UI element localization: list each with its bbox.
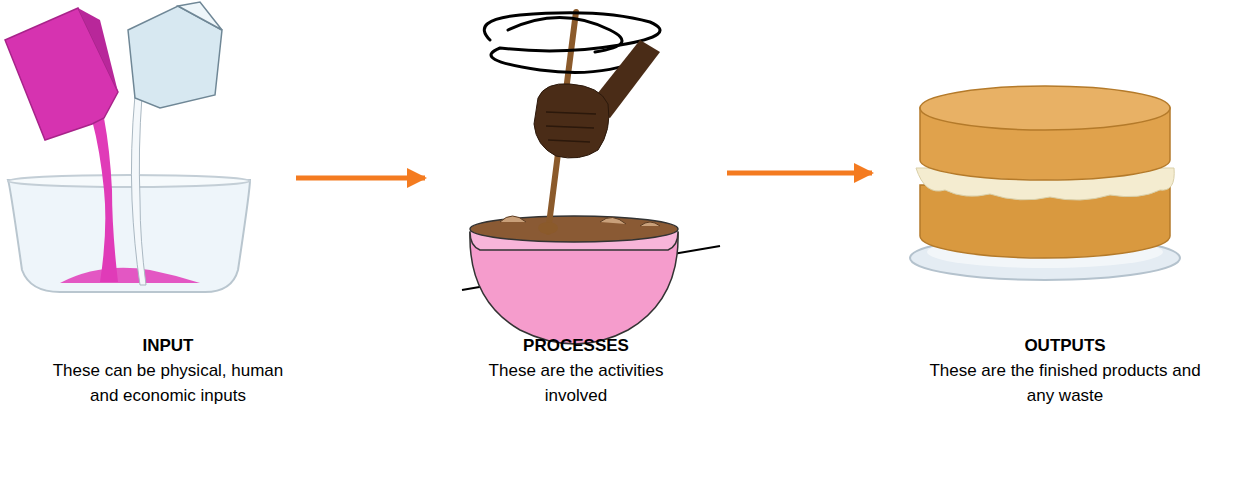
finger-lines [546, 112, 596, 142]
pouring-illustration [5, 2, 250, 292]
stage-heading: OUTPUTS [872, 333, 1237, 358]
pink-stream [92, 118, 118, 282]
pink-carton-side [78, 8, 118, 92]
flow-arrow [727, 171, 872, 176]
stage-description: These can be physical, human and economi… [40, 358, 296, 408]
milk-stream [131, 95, 146, 285]
flow-arrow [296, 176, 425, 181]
hand-fist [534, 84, 609, 158]
stir-scribble [508, 18, 622, 53]
spoon-bowl [538, 222, 558, 234]
bowl-rim [8, 175, 250, 187]
mixing-illustration [462, 12, 720, 344]
glass-bowl [8, 180, 250, 292]
stage-heading: INPUT [40, 333, 296, 358]
cake-top [920, 86, 1170, 130]
stage-heading: PROCESSES [425, 333, 727, 358]
process-stage: PROCESSESThese are the activities involv… [425, 0, 727, 420]
milk-carton-top [178, 2, 222, 30]
pink-carton [5, 8, 118, 140]
stage-description: These are the finished products and any … [924, 358, 1206, 408]
cake-illustration [910, 86, 1180, 280]
pink-bowl [470, 232, 678, 344]
batter [470, 216, 678, 242]
batter-lumps [500, 216, 660, 226]
process-stage: OUTPUTSThese are the finished products a… [872, 0, 1237, 420]
stage-description: These are the activities involved [464, 358, 689, 408]
process-stage: INPUTThese can be physical, human and ec… [40, 0, 296, 420]
pink-liquid [60, 268, 200, 283]
